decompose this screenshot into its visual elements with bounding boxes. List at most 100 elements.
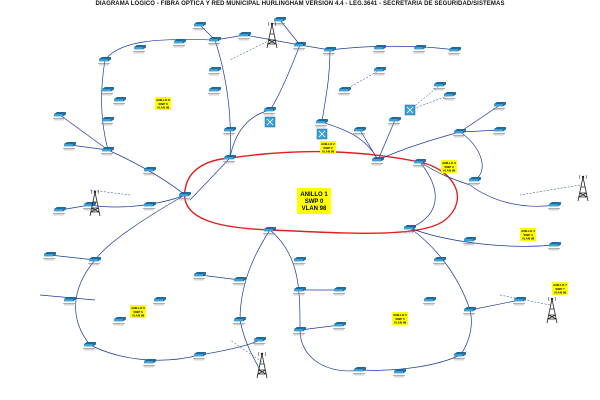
switch-icon	[233, 277, 246, 286]
router-icon	[316, 128, 328, 140]
ring-label-line3: VLAN 98	[302, 206, 327, 212]
switch-icon	[253, 337, 266, 346]
switch-icon	[493, 127, 506, 136]
switch-icon	[453, 352, 466, 361]
switch-icon	[413, 45, 426, 54]
switch-icon	[338, 87, 351, 96]
switch-group	[43, 17, 561, 378]
ring-label-text: ANILLO 5	[393, 313, 407, 317]
switch-icon	[208, 37, 221, 46]
switch-icon	[143, 167, 156, 176]
switch-icon	[443, 92, 456, 101]
switch-icon	[53, 112, 66, 121]
switch-icon	[353, 127, 366, 136]
switch-icon	[373, 67, 386, 76]
switch-icon	[468, 177, 481, 186]
ring-label-text: VLAN 98	[132, 314, 145, 318]
ring-label-line1: ANILLO 1	[300, 192, 328, 198]
switch-icon	[83, 342, 96, 351]
switch-icon	[323, 47, 336, 56]
ring-label-text: ANILLO 6	[131, 306, 145, 310]
fiber-links	[39, 19, 556, 372]
switch-icon	[433, 257, 446, 266]
switch-icon	[143, 359, 156, 368]
switch-icon	[143, 202, 156, 211]
switch-icon	[393, 369, 406, 378]
switch-icon	[173, 39, 186, 48]
ring-label-text: ANILLO 4	[521, 229, 535, 233]
switch-icon	[43, 252, 56, 261]
switch-icon	[88, 257, 101, 266]
switch-icon	[133, 45, 146, 54]
switch-icon	[513, 297, 526, 306]
ring-label-text: SWP 5	[395, 317, 405, 321]
switch-icon	[153, 297, 166, 306]
ring-label-text: VLAN 98	[522, 237, 535, 241]
switch-icon	[293, 287, 306, 296]
ring-label-text: VLAN 98	[322, 150, 335, 154]
radio-tower-icon	[256, 351, 268, 379]
radio-tower-icon	[577, 174, 589, 202]
switch-icon	[101, 147, 114, 156]
switch-icon	[273, 17, 286, 26]
switch-icon	[113, 97, 126, 106]
switch-icon	[63, 297, 76, 306]
switch-icon	[463, 237, 476, 246]
switch-icon	[293, 42, 306, 51]
switch-icon	[223, 127, 236, 136]
switch-icon	[113, 317, 126, 326]
tower-group	[89, 21, 589, 379]
diagram-title: DIAGRAMA LOGICO - FIBRA ÓPTICA Y RED MUN…	[95, 1, 505, 7]
switch-icon	[63, 142, 76, 151]
switch-icon	[453, 129, 466, 138]
switch-icon	[193, 22, 206, 31]
switch-icon	[208, 67, 221, 76]
switch-icon	[388, 117, 401, 126]
switch-icon	[413, 159, 426, 168]
ring-label-text: SWP 6	[133, 310, 143, 314]
router-icon	[404, 104, 416, 116]
switch-icon	[333, 322, 346, 331]
switch-icon	[53, 207, 66, 216]
ring-label-text: SWP 4	[523, 233, 533, 237]
switch-icon	[448, 47, 461, 56]
ring-label-line2: SWP 0	[305, 199, 324, 205]
switch-icon	[463, 307, 476, 316]
wireless-links	[89, 39, 581, 363]
switch-icon	[548, 242, 561, 251]
switch-icon	[101, 117, 114, 126]
switch-icon	[178, 192, 191, 201]
ring-label-text: SWP 2	[323, 146, 333, 150]
ring-label-text: SWP 3	[444, 165, 454, 169]
switch-icon	[238, 32, 251, 41]
switch-icon	[315, 119, 328, 128]
ring-label-text: VLAN 98	[554, 291, 567, 295]
switch-icon	[493, 102, 506, 111]
ring-label-text: ANILLO 2	[321, 142, 335, 146]
switch-icon	[223, 155, 236, 164]
switch-icon	[233, 317, 246, 326]
ring-label-text: ANILLO 8	[156, 98, 170, 102]
switch-icon	[371, 157, 384, 166]
switch-icon	[263, 107, 276, 116]
switch-icon	[263, 227, 276, 236]
switch-icon	[208, 87, 221, 96]
radio-tower-icon	[89, 189, 101, 217]
switch-icon	[293, 327, 306, 336]
switch-icon	[353, 367, 366, 376]
switch-icon	[373, 45, 386, 54]
switch-icon	[548, 202, 561, 211]
ring-label-text: VLAN 98	[394, 321, 407, 325]
radio-tower-icon	[266, 21, 278, 49]
ring-label-text: ANILLO 3	[442, 161, 456, 165]
ring-label-text: ANILLO 7	[553, 283, 567, 287]
radio-tower-icon	[546, 296, 558, 324]
